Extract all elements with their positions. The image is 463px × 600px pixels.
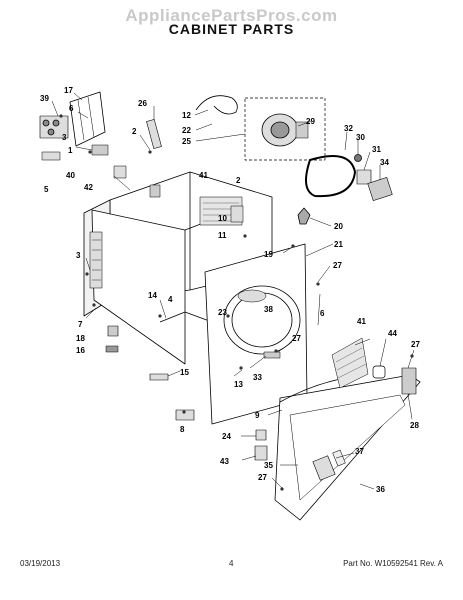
callout-16: 16 <box>76 346 85 355</box>
footer-date: 03/19/2013 <box>20 559 61 568</box>
callout-19: 19 <box>264 250 273 259</box>
callout-40: 40 <box>66 171 75 180</box>
callout-29: 29 <box>306 117 315 126</box>
callout-10: 10 <box>218 214 227 223</box>
leader-lines <box>51 92 415 490</box>
callout-28: 28 <box>410 421 419 430</box>
callout-38: 38 <box>264 305 273 314</box>
callout-26: 26 <box>138 99 147 108</box>
front-panel <box>204 243 308 425</box>
callout-33: 33 <box>253 373 262 382</box>
callout-27b: 27 <box>292 334 301 343</box>
drive-belt <box>305 155 356 198</box>
idler-pulley <box>354 154 362 162</box>
callout-27a: 27 <box>333 261 342 270</box>
callout-32: 32 <box>344 124 353 133</box>
door <box>274 374 421 521</box>
callout-8: 8 <box>180 425 185 434</box>
watermark: AppliancePartsPros.com <box>125 6 338 25</box>
callout-2b: 2 <box>236 176 241 185</box>
callout-15: 15 <box>180 368 189 377</box>
callout-6a: 6 <box>69 104 74 113</box>
callout-2a: 2 <box>132 127 137 136</box>
top-bracket <box>146 119 162 149</box>
door-hinge <box>401 367 417 395</box>
page-title: CABINET PARTS <box>168 21 295 37</box>
callout-20: 20 <box>334 222 343 231</box>
console-brackets <box>39 91 127 179</box>
callout-12: 12 <box>182 111 191 120</box>
wire-harness <box>195 95 238 115</box>
callout-3b: 3 <box>76 251 81 260</box>
callout-17: 17 <box>64 86 73 95</box>
callout-25: 25 <box>182 137 191 146</box>
callout-43: 43 <box>220 457 229 466</box>
drum-thermostat <box>297 207 311 225</box>
callout-18: 18 <box>76 334 85 343</box>
idler-bracket <box>356 169 372 185</box>
hardware-screws <box>59 114 414 491</box>
callout-9: 9 <box>255 411 260 420</box>
door-catch <box>372 365 386 379</box>
callout-13: 13 <box>234 380 243 389</box>
cabinet-body <box>83 171 273 365</box>
callout-30: 30 <box>356 133 365 142</box>
insulation-pad <box>331 337 369 389</box>
callout-41a: 41 <box>199 171 208 180</box>
callout-42: 42 <box>84 183 93 192</box>
callout-22: 22 <box>182 126 191 135</box>
callout-6b: 6 <box>320 309 325 318</box>
callout-36: 36 <box>376 485 385 494</box>
callout-1: 1 <box>68 146 73 155</box>
callout-4: 4 <box>168 295 173 304</box>
callout-7: 7 <box>78 320 83 329</box>
motor-assembly <box>244 97 326 161</box>
callout-41b: 41 <box>357 317 366 326</box>
footer-page-number: 4 <box>229 559 234 568</box>
callout-44: 44 <box>388 329 397 338</box>
callout-23: 23 <box>218 308 227 317</box>
door-handle-clip <box>254 445 268 461</box>
callout-14: 14 <box>148 291 157 300</box>
callout-3a: 3 <box>62 133 67 142</box>
base-plate <box>149 373 169 381</box>
callout-24: 24 <box>222 432 231 441</box>
leveling-legs <box>105 325 119 353</box>
callout-21: 21 <box>334 240 343 249</box>
callout-labels: 39 17 3 6 1 40 5 26 2 42 12 22 25 29 32 … <box>40 86 420 494</box>
callout-5: 5 <box>44 185 49 194</box>
callout-31: 31 <box>372 145 381 154</box>
footer-part-number: Part No. W10592541 Rev. A <box>343 559 443 568</box>
callout-27d: 27 <box>258 473 267 482</box>
callout-35: 35 <box>264 461 273 470</box>
callout-39: 39 <box>40 94 49 103</box>
door-strike <box>255 429 267 441</box>
roller-support <box>367 177 393 201</box>
callout-11: 11 <box>218 231 227 240</box>
callout-27c: 27 <box>411 340 420 349</box>
lint-filter-cover <box>175 409 195 421</box>
callout-37: 37 <box>355 447 364 456</box>
callout-34: 34 <box>380 158 389 167</box>
